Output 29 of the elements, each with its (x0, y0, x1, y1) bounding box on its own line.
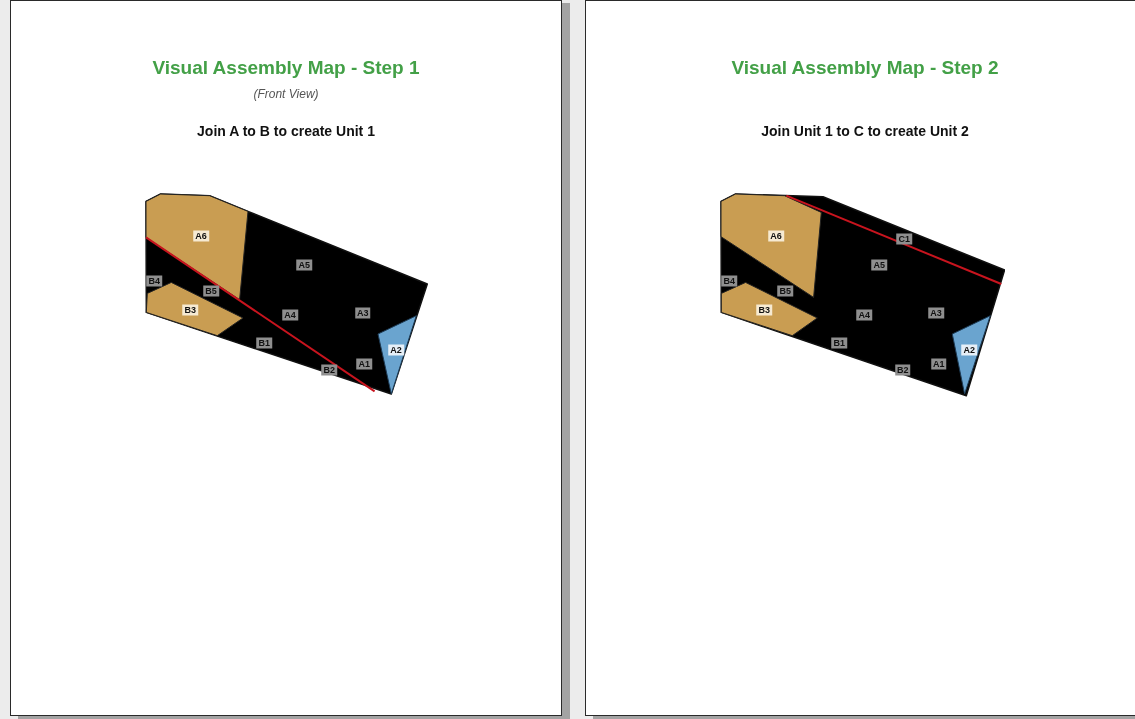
page-title: Visual Assembly Map - Step 2 (731, 57, 999, 79)
piece-label: B2 (321, 364, 338, 376)
piece-label: A6 (193, 230, 209, 242)
piece-label: B3 (182, 304, 199, 316)
piece-label: A1 (356, 358, 373, 370)
piece-label: A1 (930, 358, 947, 370)
piece-label: C1 (896, 233, 913, 245)
piece-label: A2 (388, 344, 404, 356)
piece-label: A6 (768, 230, 784, 242)
piece-label: B4 (146, 275, 163, 287)
step-instruction: Join A to B to create Unit 1 (197, 123, 375, 140)
piece-label: A5 (296, 259, 313, 271)
piece-label: A3 (354, 307, 371, 319)
piece-label: B5 (777, 285, 794, 297)
page-sheet (585, 0, 1135, 716)
piece-label: A2 (961, 344, 978, 356)
piece-label: A4 (282, 309, 298, 321)
piece-label: B5 (203, 285, 219, 297)
piece-label: B1 (831, 337, 848, 349)
step-instruction: Join Unit 1 to C to create Unit 2 (761, 123, 969, 140)
piece-label: A4 (856, 309, 873, 321)
piece-label: A5 (871, 259, 888, 271)
piece-label: A3 (928, 307, 944, 319)
piece-label: B2 (894, 364, 911, 376)
page-title: Visual Assembly Map - Step 1 (152, 57, 420, 79)
piece-label: B4 (721, 275, 738, 287)
view-note: (Front View) (253, 88, 319, 102)
piece-label: B1 (256, 337, 273, 349)
piece-label: B3 (756, 304, 773, 316)
